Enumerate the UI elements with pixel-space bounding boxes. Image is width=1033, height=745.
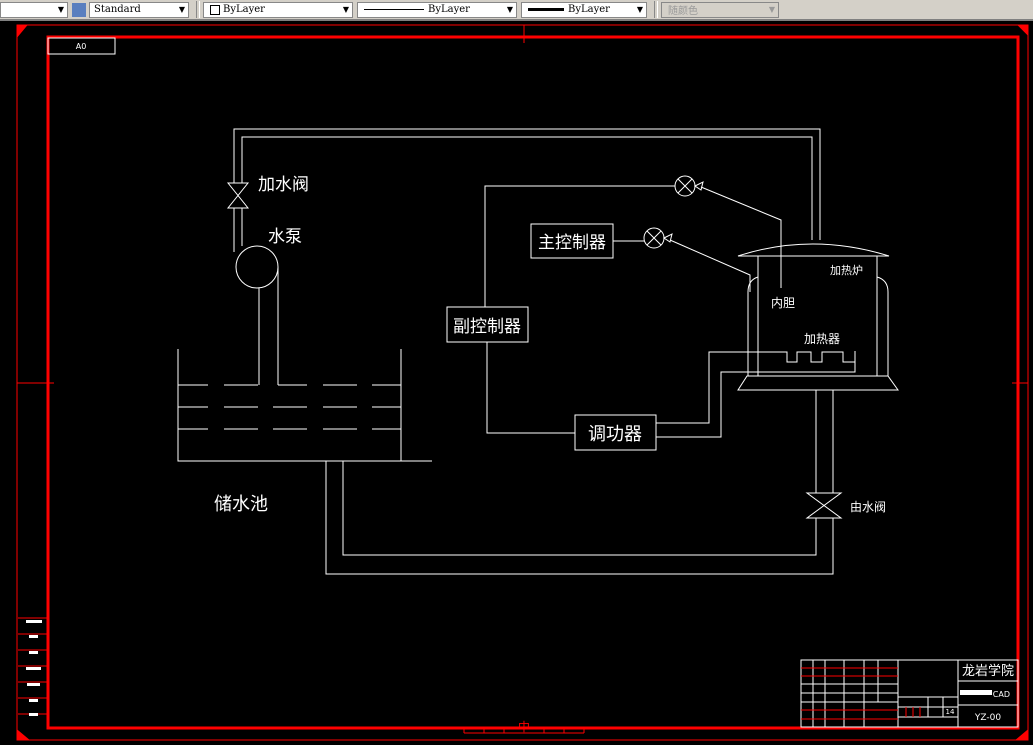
label-inner-liner: 内胆 [771, 296, 795, 310]
fill-valve-icon [226, 182, 250, 209]
title-block-school: 龙岩学院 [962, 663, 1014, 679]
title-block-title-text-blob [960, 690, 992, 695]
text-style-icon [72, 2, 86, 17]
label-tank: 储水池 [214, 494, 268, 515]
chevron-down-icon: ▼ [57, 4, 64, 14]
color-swatch-icon [210, 4, 220, 15]
label-fill-valve: 加水阀 [258, 175, 309, 195]
lineweight-dropdown[interactable]: ByLayer▼ [521, 1, 647, 18]
drawing-frame [16, 24, 1029, 741]
diagram-labels: 加水阀 水泵 储水池 主控制器 副控制器 调功器 加热炉 内胆 加热器 由水阀 [214, 175, 886, 515]
svg-text:A0: A0 [76, 42, 87, 51]
left-stamp-column [18, 617, 48, 716]
label-power-regulator: 调功器 [588, 424, 642, 445]
linetype-dropdown[interactable]: ByLayer▼ [357, 1, 517, 18]
label-outlet-valve: 由水阀 [850, 500, 886, 514]
label-furnace: 加热炉 [830, 264, 863, 277]
gauge-icon [674, 175, 704, 197]
chevron-down-icon: ▼ [636, 4, 643, 14]
color-dropdown[interactable]: ByLayer▼ [203, 1, 353, 18]
linetype-sample-icon [364, 9, 424, 10]
title-block-drawing-title: CAD [993, 690, 1010, 699]
label-main-controller: 主控制器 [538, 233, 606, 253]
water-level-lines [178, 384, 401, 430]
lineweight-sample-icon [528, 8, 564, 11]
separator [654, 1, 658, 18]
outlet-valve-icon [805, 492, 843, 519]
label-sub-controller: 副控制器 [453, 317, 521, 337]
sheet-label-box: A0 [47, 37, 116, 55]
chevron-down-icon: ▼ [178, 4, 185, 14]
gauge-icon [643, 227, 673, 249]
chevron-down-icon: ▼ [342, 4, 349, 14]
bottom-center-mark: 中 [518, 719, 530, 734]
plot-style-dropdown[interactable]: 随颜色▼ [661, 1, 779, 18]
previous-dropdown[interactable]: ▼ [0, 1, 68, 18]
label-heater: 加热器 [804, 332, 840, 346]
title-block-sheet-count: 14 [946, 708, 955, 716]
chevron-down-icon: ▼ [506, 4, 513, 14]
chevron-down-icon: ▼ [768, 4, 775, 14]
title-block [800, 659, 1019, 728]
label-pump: 水泵 [268, 227, 302, 247]
piping-diagram [177, 128, 899, 575]
separator [196, 1, 200, 18]
title-block-drawing-number: YZ-00 [974, 713, 1001, 723]
properties-toolbar: ▼ Standard▼ ByLayer▼ ByLayer▼ ByLayer▼ 随… [0, 0, 1033, 21]
text-style-dropdown[interactable]: Standard▼ [89, 1, 189, 18]
pump-icon [235, 245, 279, 289]
drawing-canvas[interactable]: 中 A0 [0, 21, 1033, 745]
